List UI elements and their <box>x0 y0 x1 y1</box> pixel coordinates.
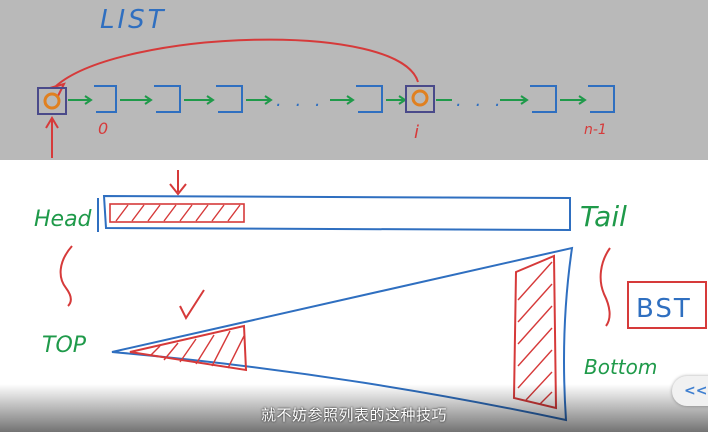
check-mark-icon <box>179 289 205 321</box>
right-brace <box>599 247 611 327</box>
list-links <box>68 95 587 105</box>
hatched-prefix-lines <box>115 204 241 222</box>
node-label-middle: i <box>414 122 419 143</box>
top-label: TOP <box>42 333 87 358</box>
list-panel <box>0 0 708 160</box>
node-label-last: n-1 <box>584 122 607 138</box>
insert-arrowhead <box>169 183 187 196</box>
list-title: LIST <box>100 5 167 35</box>
bst-box <box>627 281 707 329</box>
left-brace <box>59 245 73 307</box>
hatched-top-region <box>129 324 248 372</box>
head-node-marker <box>43 92 61 110</box>
node-i-marker <box>411 89 429 107</box>
collapse-panel-button[interactable]: << <box>672 376 708 406</box>
head-node <box>37 87 67 115</box>
head-pointer-arrowhead <box>45 116 59 129</box>
tail-label: Tail <box>580 200 627 233</box>
list-nodes <box>94 85 615 113</box>
bst-label: BST <box>636 294 692 324</box>
node-i <box>405 85 435 113</box>
back-arc <box>55 38 419 87</box>
sequence-bar <box>102 194 571 232</box>
hatched-bottom-lines <box>517 261 553 405</box>
back-arc-arrowhead <box>49 82 66 97</box>
bottom-label: Bottom <box>584 355 657 379</box>
node-label-first: 0 <box>98 119 108 138</box>
subtitle-backdrop <box>0 384 708 432</box>
list-ellipsis-left: . . . <box>276 90 325 111</box>
hatched-top-lines <box>149 330 245 369</box>
video-subtitle: 就不妨参照列表的这种技巧 <box>260 406 447 424</box>
list-ellipsis-right: . . . <box>456 90 505 111</box>
hatched-prefix <box>109 203 245 223</box>
head-label: Head <box>34 207 93 232</box>
